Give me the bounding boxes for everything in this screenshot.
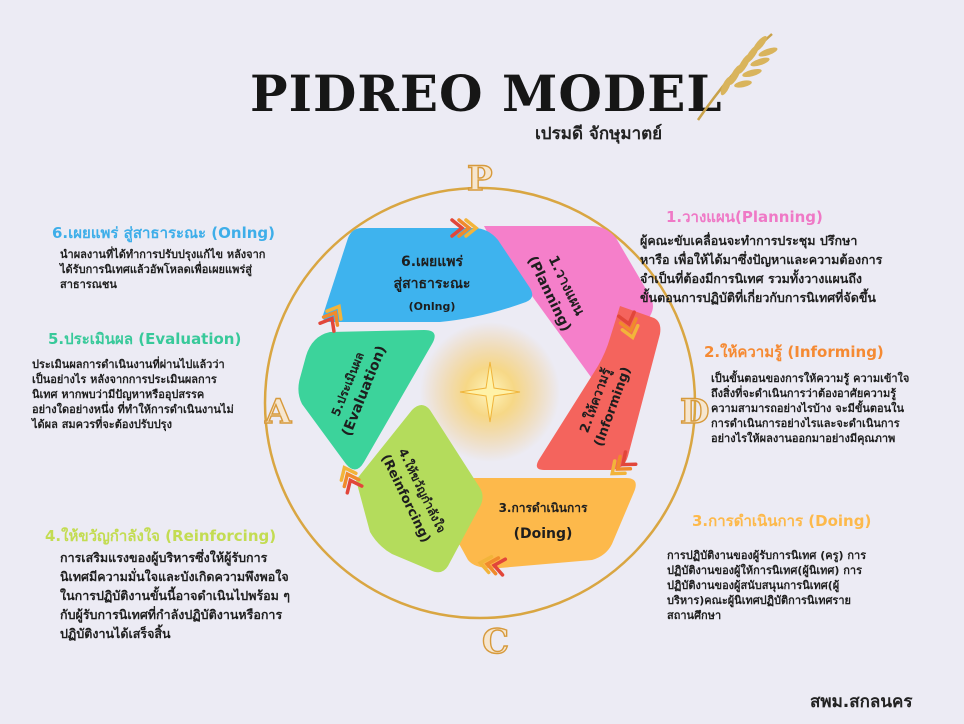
disseminating-shape-line1: 6.เผยแพร่ (401, 254, 464, 270)
segment-disseminating (322, 228, 533, 322)
evaluation-line: เป็นอย่างไร หลังจากการประเมินผลการ (32, 373, 217, 386)
footer-organization: สพม.สกลนคร (810, 692, 913, 712)
planning-line: จำเป็นที่ต้องมีการนิเทศ รวมทั้งวางแผนถึง (640, 271, 863, 286)
evaluation-heading: 5.ประเมินผล (Evaluation) (48, 330, 242, 348)
planning-heading: 1.วางแผน(Planning) (666, 208, 823, 226)
doing-line: ปฏิบัติงานของผู้ให้การนิเทศ(ผู้นิเทศ) กา… (667, 564, 862, 577)
chevron-arrow-icon (616, 310, 640, 341)
evaluation-line: ได้ผล สมควรที่จะต้องปรับปรุง (32, 418, 172, 431)
chevron-arrow-icon (450, 218, 479, 238)
segment-label-doing: 3.การดำเนินการ (Doing) (499, 501, 588, 542)
segment-doing (443, 478, 636, 569)
informing-line: เป็นขั้นตอนของการให้ความรู้ ความเข้าใจ (711, 372, 910, 385)
reinforcing-heading: 4.ให้ขวัญกำลังใจ (Reinforcing) (45, 527, 277, 545)
segment-reinforcing (356, 405, 483, 573)
evaluation-line: อย่างใดอย่างหนึ่ง ที่ทำให้การดำเนินงานไม… (32, 403, 234, 416)
ring-letter-c: C (482, 622, 509, 662)
segment-informing (536, 306, 661, 470)
evaluation-description: ประเมินผลการดำเนินงานที่ผ่านไปแล้วว่า เป… (32, 357, 234, 432)
reinforcing-line: การเสริมแรงของผู้บริหารซึ่งให้ผู้รับการ (60, 550, 268, 565)
ring-letter-d: D (680, 392, 709, 432)
ring-letter-p: P (467, 159, 493, 199)
informing-heading: 2.ให้ความรู้ (Informing) (704, 343, 884, 361)
chevron-arrow-icon (318, 303, 343, 333)
doing-description: การปฏิบัติงานของผู้รับการนิเทศ (ครู) การ… (667, 548, 866, 623)
reinforcing-line: ในการปฏิบัติงานขั้นนี้อาจดำเนินไปพร้อม ๆ (60, 588, 290, 603)
planning-line: ขั้นตอนการปฏิบัติที่เกี่ยวกับการนิเทศที่… (640, 290, 876, 305)
wheat-logo (696, 33, 778, 121)
informing-description: เป็นขั้นตอนของการให้ความรู้ ความเข้าใจ ถ… (711, 371, 909, 446)
segment-evaluation (298, 330, 435, 470)
doing-line: บริหาร)คณะผู้นิเทศปฏิบัติการนิเทศราย (667, 594, 851, 607)
evaluation-line: นิเทศ หากพบว่ามีปัญหาหรืออุปสรรค (32, 388, 205, 401)
disseminating-line: สาธารณชน (60, 278, 117, 291)
reinforcing-description: การเสริมแรงของผู้บริหารซึ่งให้ผู้รับการ … (60, 548, 290, 643)
center-star-icon (459, 361, 521, 423)
disseminating-line: นำผลงานที่ได้ทำการปรับปรุงแก้ไข หลังจาก (60, 248, 266, 261)
page-title: PIDREO MODEL (250, 64, 723, 123)
evaluation-line: ประเมินผลการดำเนินงานที่ผ่านไปแล้วว่า (32, 358, 225, 371)
reinforcing-line: นิเทศมีความมั่นใจและบังเกิดความพึงพอใจ (60, 569, 289, 584)
doing-line: การปฏิบัติงานของผู้รับการนิเทศ (ครู) การ (667, 549, 867, 562)
reinforcing-line: กับผู้รับการนิเทศที่กำลังปฏิบัติงานหรือก… (60, 607, 283, 622)
planning-line: ผู้คณะขับเคลื่อนจะทำการประชุม ปรึกษา (640, 233, 858, 248)
doing-shape-line1: 3.การดำเนินการ (499, 501, 588, 515)
informing-line: อย่างไรให้ผลงานออกมาอย่างมีคุณภาพ (711, 432, 896, 445)
doing-shape-line2: (Doing) (514, 526, 573, 542)
informing-line: ถึงสิ่งที่จะดำเนินการว่าต้องอาศัยความรู้ (711, 387, 897, 400)
chevron-arrow-icon (477, 554, 508, 577)
doing-line: สถานศึกษา (667, 609, 722, 622)
cycle-ring (263, 186, 697, 620)
doing-heading: 3.การดำเนินการ (Doing) (692, 512, 872, 530)
ring-letter-a: A (264, 392, 292, 432)
chevron-arrow-icon (339, 465, 364, 495)
informing-line: ความสามารถอย่างไรบ้าง จะมีขั้นตอนใน (711, 402, 905, 415)
disseminating-description: นำผลงานที่ได้ทำการปรับปรุงแก้ไข หลังจาก … (60, 247, 265, 292)
informing-line: การดำเนินการอย่างไรและจะดำเนินการ (711, 417, 900, 430)
reinforcing-line: ปฏิบัติงานได้เสร็จสิ้น (60, 626, 171, 641)
planning-description: ผู้คณะขับเคลื่อนจะทำการประชุม ปรึกษา หาร… (640, 231, 882, 307)
doing-line: ปฏิบัติงานของผู้สนับสนุนการนิเทศ(ผู้ (667, 579, 840, 592)
planning-line: หารือ เพื่อให้ได้มาซึ่งปัญหาและความต้องก… (640, 252, 883, 267)
disseminating-shape-line3: (Onlng) (409, 300, 456, 313)
author-name: เปรมดี จักษุมาตย์ (535, 124, 663, 144)
disseminating-line: ได้รับการนิเทศแล้วอัพโหลดเพื่อเผยแพร่สู่ (60, 263, 252, 276)
segment-label-disseminating: 6.เผยแพร่ สู่สาธาระณะ (Onlng) (394, 254, 471, 313)
chevron-arrow-icon (610, 450, 638, 476)
disseminating-heading: 6.เผยแพร่ สู่สาธาระณะ (Onlng) (52, 224, 275, 242)
disseminating-shape-line2: สู่สาธาระณะ (394, 276, 471, 292)
